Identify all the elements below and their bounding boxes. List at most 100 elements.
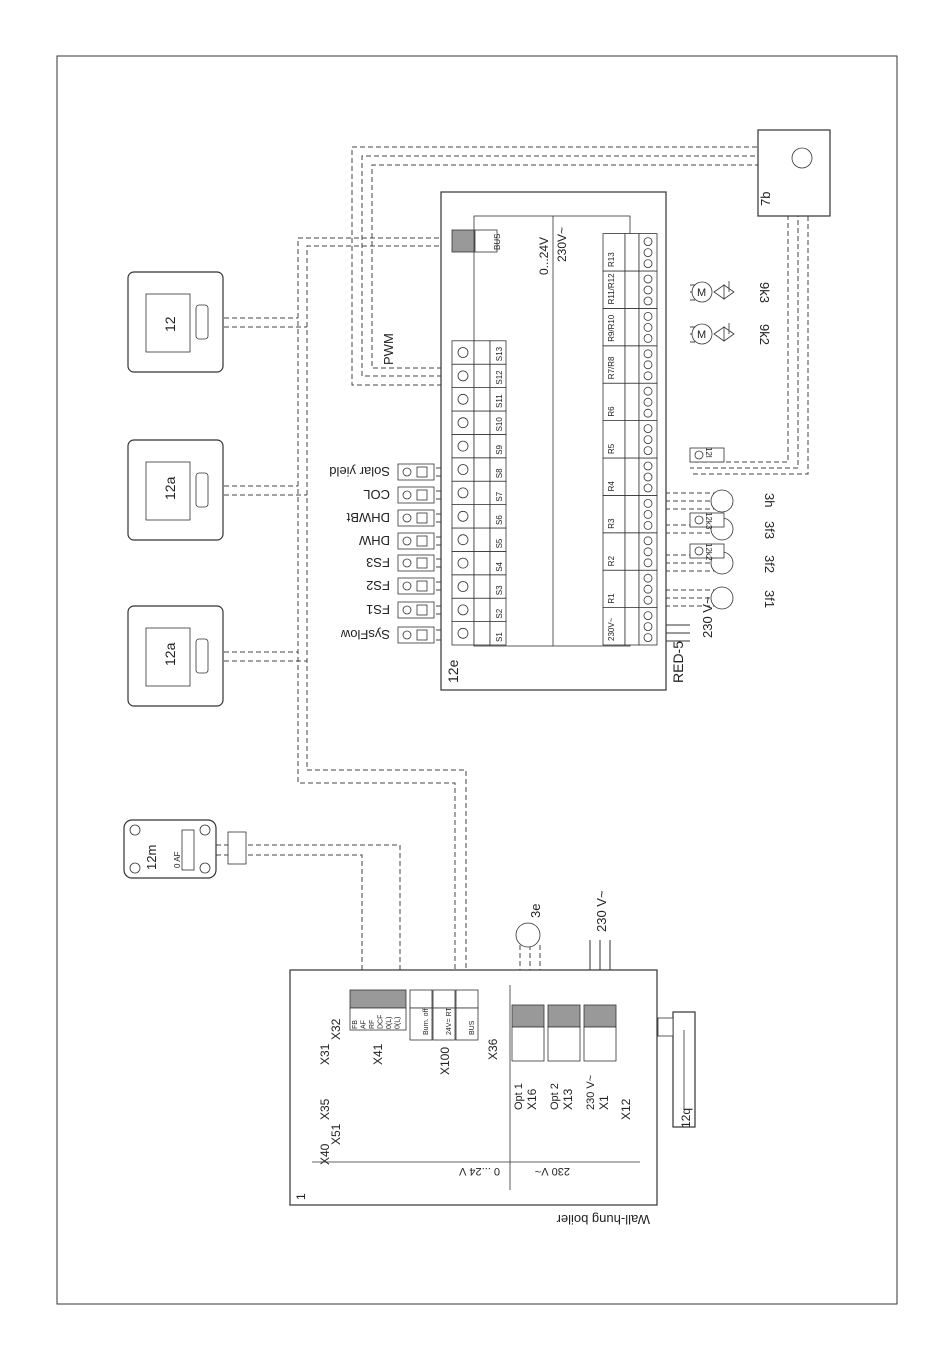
boiler-id: 1 xyxy=(294,1193,308,1200)
heat-source-7b: 7b xyxy=(757,129,831,217)
module-id: 12e xyxy=(445,659,461,683)
module-voltage-low: 0...24V xyxy=(537,237,551,275)
pump-3h xyxy=(710,489,734,513)
sensor-terminal-s5: S5 xyxy=(495,538,504,548)
svg-text:M: M xyxy=(697,329,706,341)
outdoor-sensor-12m: 12m 0 AF xyxy=(123,819,247,879)
relay-terminal-r5: R5 xyxy=(607,443,616,454)
relay-terminal-r11r12: R11/R12 xyxy=(607,273,616,305)
diagram-frame xyxy=(56,55,898,1305)
connector-x100: X100 xyxy=(438,1047,452,1075)
module-supply-label: 230 V~ xyxy=(700,596,715,638)
sensor-terminal-s7: S7 xyxy=(495,491,504,501)
relay-terminal-strip: 230V~ R1 R2 R3 R4 R5 R6 R7/R8 R9/R10 R11/R12 R13 xyxy=(602,233,658,646)
connector-x32: X32 xyxy=(329,1018,343,1040)
external-device-12q: 12q xyxy=(657,1011,696,1128)
sensor-terminal-s2: S2 xyxy=(495,608,504,618)
connector-x1: X1 xyxy=(597,1095,611,1110)
controller-12-0: 12 xyxy=(162,316,178,332)
sensor-label-sysflow: SysFlow xyxy=(340,627,390,642)
external-device-label: 12q xyxy=(679,1108,693,1128)
x41-pin-0l-4: 0(L) xyxy=(386,1017,393,1029)
module-bus-label: BUS xyxy=(493,234,502,250)
x41-pin-af-1: AF xyxy=(361,1020,368,1029)
valve-group: M 9k2 M 9k3 xyxy=(691,281,772,345)
relay-terminal-r2: R2 xyxy=(607,555,616,566)
relay-terminal-r3: R3 xyxy=(607,518,616,529)
connector-x16: X16 xyxy=(525,1088,539,1110)
sensor-label-fs3: FS3 xyxy=(366,555,390,570)
valve-label-9k3: 9k3 xyxy=(757,282,772,303)
sensor-terminal-s10: S10 xyxy=(495,417,504,432)
sensor-label-solar-yield: Solar yield xyxy=(329,464,390,479)
outdoor-sensor-label: 0 AF xyxy=(173,851,182,868)
connector-x41: X41 xyxy=(371,1043,385,1065)
pump-label-3f1: 3f1 xyxy=(762,590,777,608)
valve-label-9k2: 9k2 xyxy=(757,324,772,345)
sensor-terminal-s9: S9 xyxy=(495,444,504,454)
boiler-opt2: Opt 2 xyxy=(549,1083,561,1110)
connector-x35: X35 xyxy=(318,1098,332,1120)
thermal-switch-12k2: 12k2 xyxy=(704,543,713,561)
connector-x51: X51 xyxy=(329,1123,343,1145)
relay-terminal-230v: 230V~ xyxy=(607,617,616,641)
pump-label-3f3: 3f3 xyxy=(762,521,777,539)
sensor-label-fs2: FS2 xyxy=(366,578,390,593)
relay-terminal-r13: R13 xyxy=(607,252,616,267)
controller-12a-1: 12a xyxy=(162,476,178,500)
thermal-switch-12l: 12l xyxy=(704,447,713,458)
valve-motor-9k3 xyxy=(691,281,713,303)
pump-3f1 xyxy=(710,586,734,610)
boiler-mains-label: 230 V~ xyxy=(594,890,609,932)
module-12e: 12e RED-5 0...24V 230V~ BUS PWM S1 S2 S3 S4… xyxy=(381,191,715,691)
boiler-pump-label: 3e xyxy=(528,904,543,918)
svg-text:M: M xyxy=(697,287,706,299)
boiler-pump-3e: 3e xyxy=(515,904,543,948)
sensor-terminal-s8: S8 xyxy=(495,468,504,478)
valve-motor-9k2 xyxy=(691,323,713,345)
connector-x12: X12 xyxy=(619,1098,633,1120)
sensor-terminal-s11: S11 xyxy=(495,394,504,408)
boiler-low-voltage: 0 ...24 V xyxy=(458,1165,500,1177)
boiler-high-voltage: 230 V~ xyxy=(535,1165,570,1177)
relay-terminal-r4: R4 xyxy=(607,481,616,492)
boiler-bus-label: BUS xyxy=(469,1020,476,1035)
sensor-terminal-s4: S4 xyxy=(495,561,504,571)
relay-terminal-r1: R1 xyxy=(607,593,616,604)
x41-pin-fb-0: FB xyxy=(352,1020,359,1029)
controller-group: 12 12a 12a xyxy=(127,271,224,707)
x41-pin-rf-2: RF xyxy=(369,1020,376,1029)
pump-label-3h: 3h xyxy=(762,493,777,507)
sensor-label-col: COL xyxy=(363,487,390,502)
x100-burn-off: Burn. off xyxy=(423,1009,430,1035)
sensor-terminal-s13: S13 xyxy=(495,346,504,361)
connector-x13: X13 xyxy=(561,1088,575,1110)
module-model: RED-5 xyxy=(670,641,686,683)
sensor-label-fs1: FS1 xyxy=(366,602,390,617)
pwm-label: PWM xyxy=(381,333,396,365)
boiler-opt1: Opt 1 xyxy=(513,1083,525,1110)
sensor-terminal-s1: S1 xyxy=(495,632,504,642)
x41-pin-dcf-3: DCF xyxy=(378,1015,385,1029)
heat-source-label: 7b xyxy=(758,192,773,206)
thermal-switch-group: 12k2 12k3 12l xyxy=(689,447,725,561)
relay-terminal-r7r8: R7/R8 xyxy=(607,356,616,379)
relay-terminal-r9r10: R9/R10 xyxy=(607,314,616,342)
thermal-switch-12k3: 12k3 xyxy=(704,512,713,530)
sensor-terminal-s3: S3 xyxy=(495,585,504,595)
boiler-supply: 230 V~ xyxy=(585,1075,597,1110)
controller-12a-2: 12a xyxy=(162,642,178,666)
sensor-label-dhw: DHW xyxy=(358,533,390,548)
pump-label-3f2: 3f2 xyxy=(762,555,777,573)
outdoor-sensor-id: 12m xyxy=(144,845,159,870)
relay-terminal-r6: R6 xyxy=(607,406,616,417)
connector-x40: X40 xyxy=(318,1143,332,1165)
sensor-terminal-s6: S6 xyxy=(495,515,504,525)
x100-24v-rt: 24V= RT xyxy=(446,1007,453,1035)
connector-x31: X31 xyxy=(318,1043,332,1065)
